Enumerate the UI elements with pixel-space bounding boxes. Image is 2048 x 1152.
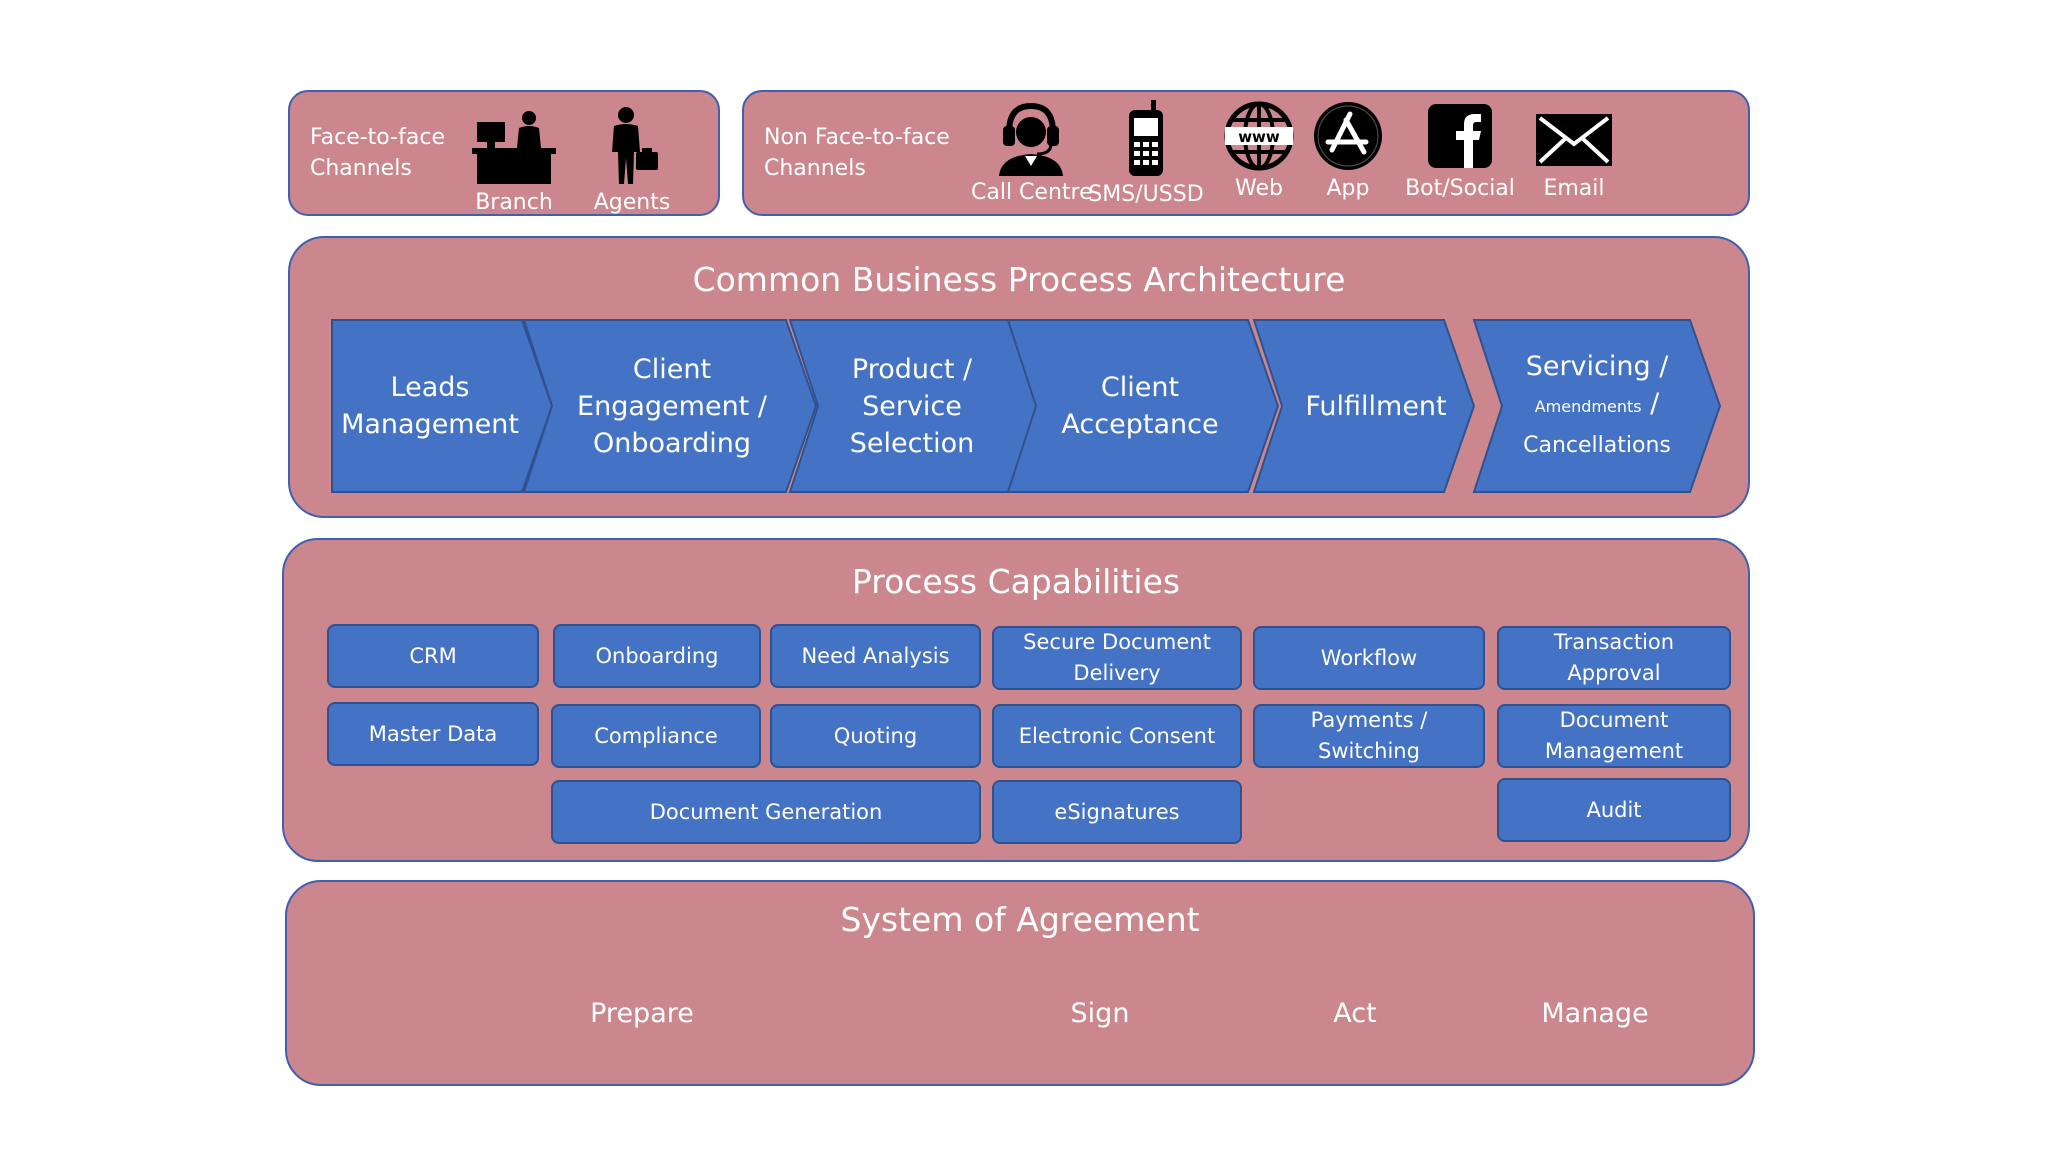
step-servicing[interactable]: Servicing /Amendments /Cancellations	[1523, 351, 1671, 458]
channel-app: App	[1288, 100, 1408, 201]
channel-sms: SMS/USSD	[1086, 100, 1206, 207]
capability-transaction-approval[interactable]: Transaction Approval	[1497, 626, 1731, 690]
step-manage[interactable]: Manage	[1541, 997, 1649, 1029]
system-of-agreement-panel: System of Agreement	[285, 880, 1755, 1086]
channel-email-label: Email	[1543, 176, 1605, 201]
capability-quoting[interactable]: Quoting	[770, 704, 981, 768]
business-process-title: Common Business Process Architecture	[692, 260, 1346, 299]
channel-agents-label: Agents	[593, 190, 671, 215]
capability-secure-document-delivery[interactable]: Secure Document Delivery	[992, 626, 1242, 690]
step-prepare[interactable]: Prepare	[590, 997, 694, 1029]
channel-bot-social-label: Bot/Social	[1405, 176, 1515, 201]
facebook-icon	[1428, 104, 1492, 168]
channel-web: www Web	[1199, 100, 1319, 201]
channel-call-centre: Call Centre	[971, 100, 1093, 205]
envelope-icon	[1536, 114, 1612, 166]
channel-branch: Branch	[454, 108, 574, 215]
svg-text:www: www	[1238, 128, 1280, 146]
capability-document-generation[interactable]: Document Generation	[551, 780, 981, 844]
capability-workflow[interactable]: Workflow	[1253, 626, 1485, 690]
capability-audit[interactable]: Audit	[1497, 778, 1731, 842]
face-to-face-label: Face-to-face Channels	[310, 125, 445, 181]
channel-app-label: App	[1326, 176, 1370, 201]
agent-person-icon	[612, 107, 658, 184]
app-store-icon	[1314, 102, 1382, 170]
capability-compliance[interactable]: Compliance	[551, 704, 761, 768]
branch-desk-icon	[472, 111, 556, 184]
mobile-phone-icon	[1129, 100, 1163, 176]
headset-operator-icon	[999, 102, 1063, 176]
face-to-face-panel: Face-to-face Channels Branch Agents	[288, 90, 720, 216]
step-fulfillment[interactable]: Fulfillment	[1305, 390, 1447, 422]
channel-sms-label: SMS/USSD	[1088, 182, 1204, 207]
capability-document-management[interactable]: Document Management	[1497, 704, 1731, 768]
capability-onboarding[interactable]: Onboarding	[553, 624, 761, 688]
step-act[interactable]: Act	[1333, 997, 1377, 1029]
non-face-to-face-panel: Non Face-to-face Channels Call Centre	[742, 90, 1750, 216]
channel-bot-social: Bot/Social	[1400, 100, 1520, 201]
channel-agents: Agents	[572, 106, 692, 215]
capability-payments-switching[interactable]: Payments / Switching	[1253, 704, 1485, 768]
channel-web-label: Web	[1235, 176, 1283, 201]
capability-master-data[interactable]: Master Data	[327, 702, 539, 766]
capability-crm[interactable]: CRM	[327, 624, 539, 688]
globe-www-icon: www	[1224, 101, 1294, 171]
channel-call-centre-label: Call Centre	[971, 180, 1093, 205]
process-capabilities-title: Process Capabilities	[851, 562, 1181, 601]
capability-esignatures[interactable]: eSignatures	[992, 780, 1242, 844]
step-sign[interactable]: Sign	[1070, 997, 1130, 1029]
capability-need-analysis[interactable]: Need Analysis	[770, 624, 981, 688]
non-face-to-face-label: Non Face-to-face Channels	[764, 125, 950, 181]
capability-electronic-consent[interactable]: Electronic Consent	[992, 704, 1242, 768]
channel-email: Email	[1514, 100, 1634, 201]
system-of-agreement-title: System of Agreement	[840, 900, 1200, 939]
channel-branch-label: Branch	[475, 190, 553, 215]
